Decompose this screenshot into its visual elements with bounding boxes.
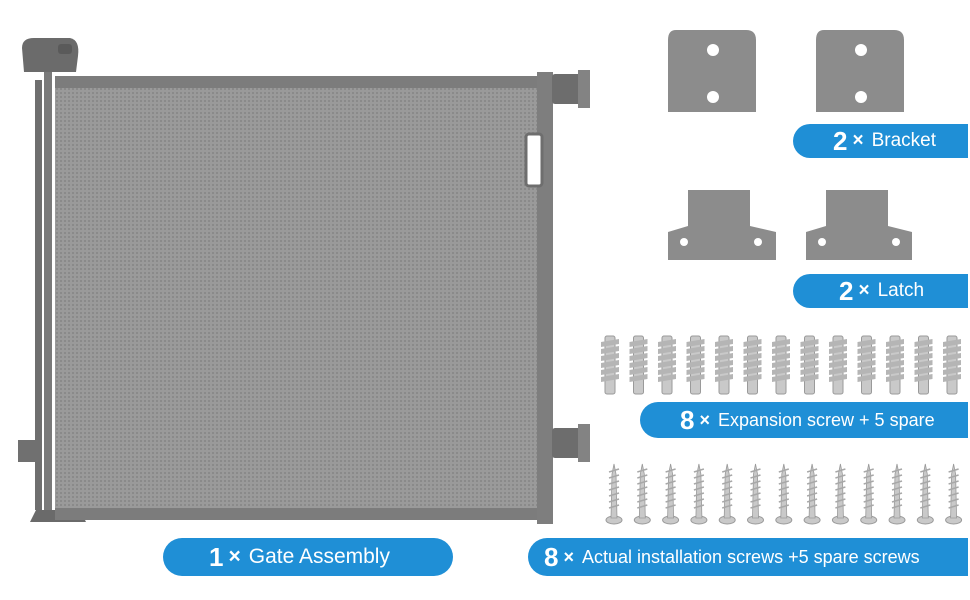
expansion-screw-icon (658, 335, 676, 395)
screw-icon (718, 463, 736, 525)
times-icon: × (852, 130, 864, 151)
expansion-screws-row (601, 335, 961, 395)
screw-icon (803, 463, 821, 525)
expansion-screw-icon (686, 335, 705, 395)
screw-icon (690, 463, 708, 525)
screw-icon (662, 463, 680, 525)
latch-qty: 2 (839, 275, 854, 306)
gate-post (44, 70, 52, 510)
expansion-qty: 8 (680, 404, 695, 435)
expansion-screw-icon (914, 335, 933, 395)
gate-clamp-top (552, 74, 582, 104)
handle-button (58, 44, 72, 54)
screw-icon (605, 463, 623, 525)
bracket-image (668, 30, 756, 112)
expansion-text: Expansion screw + 5 spare (717, 409, 935, 430)
gate-label: 1 × Gate Assembly (163, 538, 453, 576)
gate-grip-slot (524, 132, 544, 188)
screw-icon (633, 463, 651, 525)
screws-text: Actual installation screws +5 spare scre… (581, 546, 920, 567)
expansion-screw-icon (715, 335, 733, 395)
screw-icon (916, 463, 934, 525)
gate-assembly-image (18, 38, 590, 524)
gate-bottom-rail (55, 508, 548, 520)
latch-image (668, 190, 776, 260)
expansion-screw-icon (743, 335, 762, 395)
gate-qty: 1 (209, 541, 224, 572)
expansion-screw-icon (629, 335, 648, 395)
gate-text: Gate Assembly (248, 545, 390, 568)
expansion-screw-icon (829, 335, 847, 395)
screws-qty: 8 (544, 541, 559, 572)
times-icon: × (228, 545, 241, 568)
bracket-qty: 2 (833, 125, 848, 156)
installation-screws-row (605, 463, 963, 525)
expansion-screw-icon (800, 335, 819, 395)
screw-icon (831, 463, 849, 525)
times-icon: × (858, 280, 870, 301)
screw-icon (860, 463, 878, 525)
gate-pole (35, 80, 42, 510)
gate-clamp-bottom (552, 428, 582, 458)
expansion-screw-icon (943, 335, 961, 395)
gate-lock-block (18, 440, 40, 462)
screw-icon (775, 463, 793, 525)
screw-icon (945, 463, 963, 525)
expansion-screw-icon (772, 335, 790, 395)
bracket-image (816, 30, 904, 112)
expansion-label: 8 × Expansion screw + 5 spare (640, 402, 968, 438)
expansion-screw-icon (857, 335, 876, 395)
screw-icon (747, 463, 764, 525)
expansion-screw-icon (886, 335, 904, 395)
times-icon: × (699, 409, 710, 430)
expansion-screw-icon (601, 335, 619, 395)
times-icon: × (563, 546, 574, 567)
latch-label: 2 × Latch (793, 274, 968, 308)
bracket-text: Bracket (871, 130, 936, 151)
gate-top-rail (55, 76, 548, 88)
gate-mesh (55, 76, 548, 520)
latch-image (806, 190, 912, 260)
screws-label: 8 × Actual installation screws +5 spare … (528, 538, 968, 576)
latch-text: Latch (877, 280, 925, 301)
bracket-label: 2 × Bracket (793, 124, 968, 158)
screw-icon (888, 463, 906, 525)
